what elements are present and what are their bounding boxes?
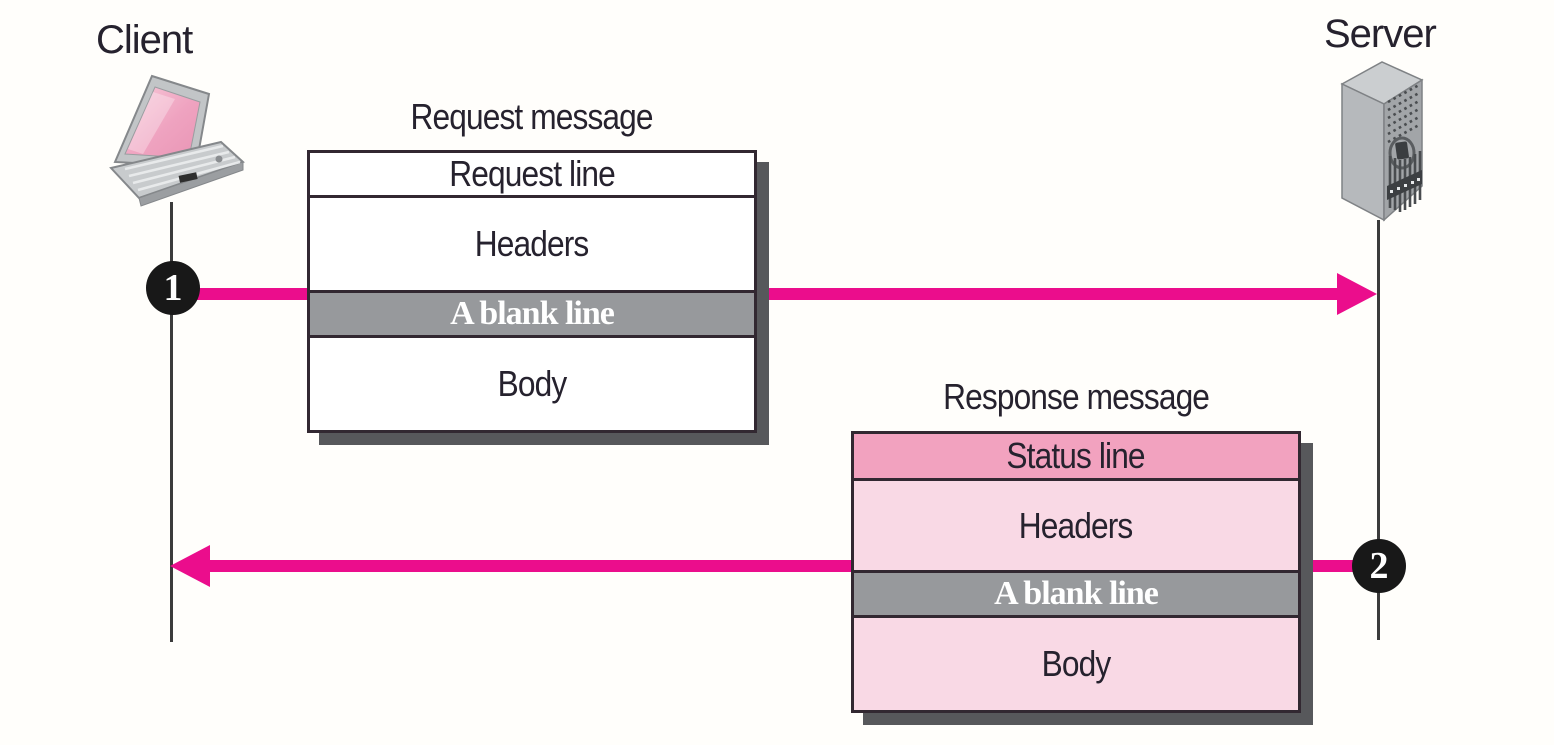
request-blank-line-label: A blank line: [450, 295, 615, 332]
server-tower-icon: [1332, 58, 1432, 231]
status-line-label: Status line: [1006, 435, 1146, 476]
response-message-title-text: Response message: [943, 376, 1210, 417]
client-label: Client: [96, 18, 193, 62]
request-line-label: Request line: [449, 153, 615, 194]
response-message-title: Response message: [851, 376, 1301, 418]
server-lifeline: [1377, 220, 1380, 640]
response-message-box: Status line Headers A blank line Body: [851, 431, 1301, 713]
response-arrow-head-icon: [170, 545, 210, 587]
step-1-badge: 1: [146, 261, 200, 315]
response-headers-row: Headers: [854, 478, 1298, 570]
request-message-title: Request message: [307, 96, 757, 138]
laptop-icon: [95, 66, 245, 213]
status-line-row: Status line: [854, 434, 1298, 478]
request-message-title-text: Request message: [410, 96, 654, 137]
request-headers-label: Headers: [475, 223, 589, 264]
request-headers-row: Headers: [310, 195, 754, 290]
request-line-row: Request line: [310, 153, 754, 195]
response-blank-line-row: A blank line: [854, 570, 1298, 615]
client-lifeline: [170, 202, 173, 642]
request-message-box: Request line Headers A blank line Body: [307, 150, 757, 433]
response-body-label: Body: [1041, 643, 1112, 684]
step-2-badge: 2: [1352, 539, 1406, 593]
request-body-label: Body: [497, 363, 568, 404]
server-label: Server: [1324, 12, 1437, 56]
request-body-row: Body: [310, 335, 754, 430]
response-headers-label: Headers: [1019, 504, 1133, 546]
response-body-row: Body: [854, 615, 1298, 710]
request-arrow-head-icon: [1337, 273, 1377, 315]
request-blank-line-row: A blank line: [310, 290, 754, 335]
response-blank-line-label: A blank line: [994, 575, 1159, 612]
